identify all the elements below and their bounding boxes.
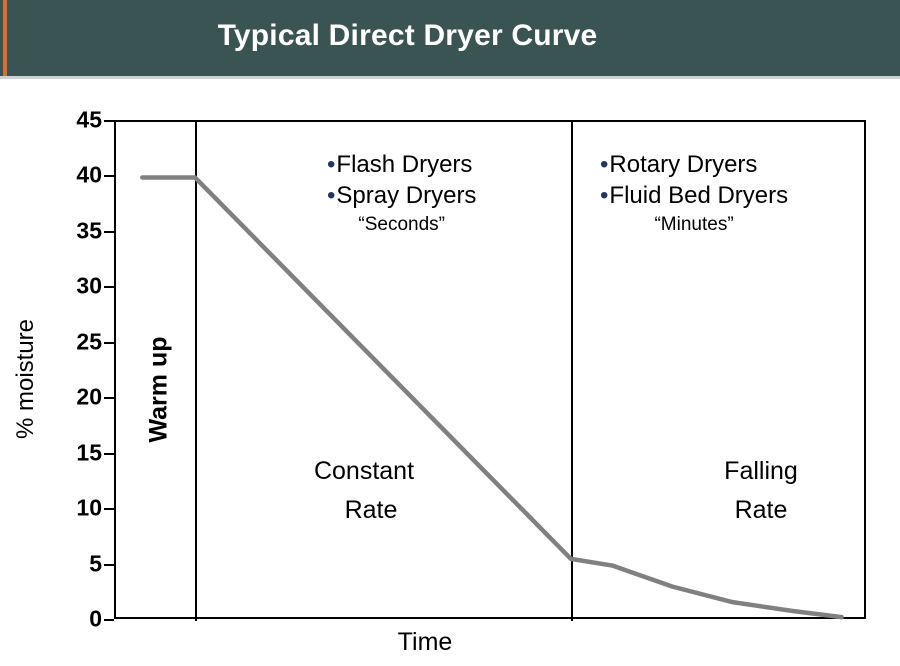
header-accent-bar — [3, 0, 7, 76]
y-tick-mark — [104, 397, 114, 400]
y-tick-label: 10 — [76, 494, 102, 521]
bullet-dot-icon: • — [600, 181, 609, 209]
plot-area: Warm up •Flash Dryers •Spray Dryers “Sec… — [114, 120, 866, 621]
zone-label-line-2: Rate — [344, 495, 398, 524]
bullet-item: •Spray Dryers — [327, 181, 476, 212]
zone-divider-falling-rate — [570, 122, 573, 621]
y-tick-label: 35 — [76, 217, 102, 244]
bullet-label: Fluid Bed Dryers — [609, 181, 789, 209]
bullet-label: Spray Dryers — [336, 181, 477, 209]
bullet-dot-icon: • — [327, 151, 336, 178]
y-tick-mark — [104, 619, 114, 621]
y-tick-label: 30 — [76, 272, 102, 299]
bullet-item: •Rotary Dryers — [600, 150, 788, 181]
header-underline-divider — [0, 76, 900, 79]
zone-divider-warm-up — [194, 122, 197, 621]
y-tick-label: 40 — [76, 161, 102, 188]
y-tick-mark — [104, 230, 114, 233]
y-tick-label: 45 — [76, 106, 102, 133]
zone-annotation-falling-rate: •Rotary Dryers •Fluid Bed Dryers “Minute… — [600, 150, 788, 238]
zone-label-falling-rate: Falling Rate — [676, 452, 846, 530]
y-tick-mark — [104, 286, 114, 289]
page-title: Typical Direct Dryer Curve — [217, 19, 598, 52]
zone-label-line-2: Rate — [734, 495, 788, 524]
y-tick-mark — [104, 341, 114, 344]
drying-curve-polyline — [140, 175, 844, 620]
drying-curve-line — [140, 175, 844, 620]
y-tick-mark — [104, 452, 114, 455]
y-tick-label: 0 — [89, 605, 102, 632]
y-tick-label: 20 — [76, 383, 102, 410]
zone-annotation-constant-rate: •Flash Dryers •Spray Dryers “Seconds” — [327, 150, 476, 238]
y-tick-mark — [104, 175, 114, 178]
zone-duration-label: “Minutes” — [654, 214, 734, 236]
bullet-label: Flash Dryers — [336, 151, 473, 178]
bullet-item: •Flash Dryers — [327, 150, 476, 181]
y-tick-mark — [104, 563, 114, 566]
bullet-label: Rotary Dryers — [609, 151, 758, 178]
dryer-curve-chart: % moisture 45 40 35 30 25 20 15 10 5 0 W… — [0, 79, 900, 666]
bullet-item: •Fluid Bed Dryers — [600, 181, 788, 212]
bullet-dot-icon: • — [600, 151, 609, 178]
y-axis-tick-labels: 45 40 35 30 25 20 15 10 5 0 — [46, 108, 102, 630]
y-tick-label: 15 — [76, 439, 102, 466]
y-axis-title: % moisture — [12, 318, 39, 440]
y-tick-label: 5 — [89, 550, 102, 577]
zone-duration-label: “Seconds” — [358, 214, 446, 236]
y-tick-label: 25 — [76, 328, 102, 355]
zone-label-line-1: Falling — [724, 457, 798, 485]
zone-label-constant-rate: Constant Rate — [279, 452, 449, 530]
y-tick-mark — [104, 508, 114, 511]
zone-label-line-1: Constant — [313, 457, 415, 485]
x-axis-title: Time — [397, 628, 453, 656]
header-band: Typical Direct Dryer Curve — [0, 0, 900, 76]
bullet-dot-icon: • — [327, 181, 336, 209]
y-tick-mark — [104, 120, 114, 122]
